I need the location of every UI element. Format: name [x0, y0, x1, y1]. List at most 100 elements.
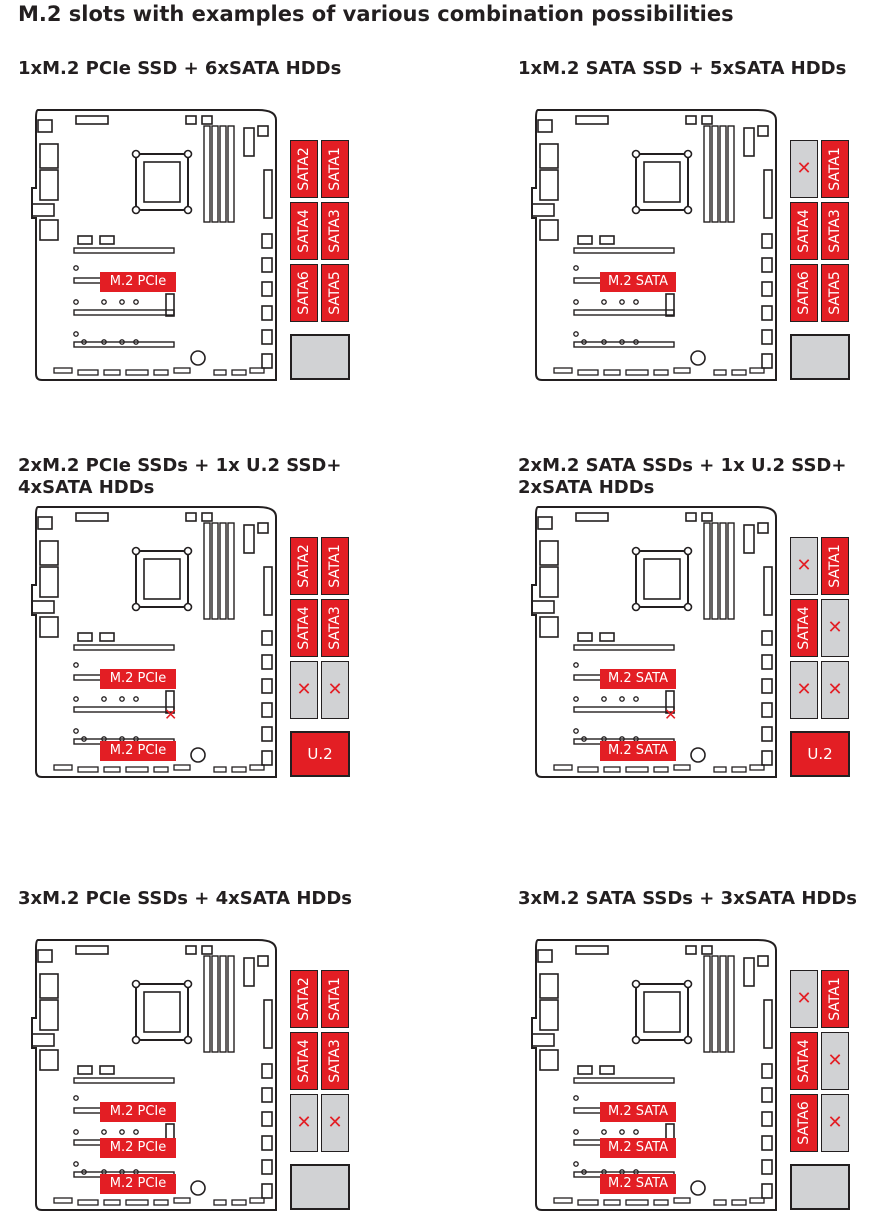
- sata-port-label: SATA5: [827, 271, 843, 315]
- cpu-socket-inner: [643, 991, 681, 1033]
- sata-port-label: SATA6: [796, 1101, 812, 1145]
- rear-io-port: [39, 143, 59, 169]
- sata-header: [261, 281, 273, 297]
- sata-port: ✕: [821, 661, 849, 719]
- motherboard-diagram: [531, 506, 777, 778]
- dimm-slot: [203, 522, 211, 620]
- panel-heading: 3xM.2 PCIe SSDs + 4xSATA HDDs: [18, 888, 353, 909]
- sata-port: ✕: [290, 661, 318, 719]
- sata-header: [261, 1111, 273, 1127]
- bottom-header: [713, 766, 727, 773]
- mounting-dot: [573, 265, 579, 271]
- disabled-x-icon: ✕: [796, 679, 812, 700]
- cpu-socket: [135, 550, 189, 608]
- sata-port: SATA3: [821, 202, 849, 260]
- sata-port-label: SATA5: [327, 271, 343, 315]
- sata-port: SATA4: [290, 1032, 318, 1090]
- blocked-slot-icon: ✕: [164, 705, 178, 724]
- sata-header: [761, 654, 773, 670]
- m2-slot-label: M.2 PCIe: [100, 1102, 176, 1122]
- mounting-dot: [73, 728, 79, 734]
- rear-io-port: [37, 119, 53, 133]
- mounting-dot: [81, 339, 87, 345]
- mounting-dot: [73, 1129, 79, 1135]
- bottom-header: [249, 367, 265, 374]
- sata-header: [761, 1135, 773, 1151]
- top-connector: [257, 955, 269, 967]
- header-connector: [577, 632, 593, 642]
- sata-header: [261, 305, 273, 321]
- sata-port: SATA4: [290, 202, 318, 260]
- socket-latch: [683, 979, 693, 989]
- sata-header: [261, 1063, 273, 1079]
- mounting-dot: [633, 696, 639, 702]
- top-connector: [201, 115, 213, 125]
- sata-port-label: SATA2: [296, 977, 312, 1021]
- bottom-header: [249, 764, 265, 771]
- sata-header: [761, 726, 773, 742]
- empty-port-box: [290, 1164, 350, 1210]
- sata-port-label: SATA4: [296, 606, 312, 650]
- header-connector: [665, 293, 675, 317]
- disabled-x-icon: ✕: [296, 679, 312, 700]
- sata-header: [261, 654, 273, 670]
- sata-header: [761, 1087, 773, 1103]
- dimm-slot: [727, 955, 735, 1053]
- mounting-dot: [73, 662, 79, 668]
- empty-port-box: [790, 1164, 850, 1210]
- top-connector: [685, 115, 697, 125]
- sata-port-label: SATA1: [327, 977, 343, 1021]
- bottom-header: [673, 764, 691, 771]
- sata-port: SATA3: [321, 1032, 349, 1090]
- bottom-header: [577, 766, 599, 773]
- disabled-x-icon: ✕: [796, 555, 812, 576]
- socket-latch: [183, 546, 193, 556]
- rear-io-port: [539, 1049, 559, 1071]
- cmos-battery: [190, 747, 206, 763]
- sata-port-label: SATA6: [296, 271, 312, 315]
- header-connector: [743, 957, 755, 987]
- sata-header: [761, 305, 773, 321]
- top-connector: [201, 512, 213, 522]
- mounting-dot: [573, 1129, 579, 1135]
- bottom-header: [731, 369, 747, 376]
- sata-port-label: SATA4: [796, 606, 812, 650]
- rear-io-port: [31, 203, 55, 217]
- bottom-header: [125, 766, 149, 773]
- rear-io-port: [31, 1033, 55, 1047]
- header-connector: [599, 632, 615, 642]
- bottom-header: [673, 367, 691, 374]
- sata-port-label: SATA3: [327, 209, 343, 253]
- mounting-dot: [573, 728, 579, 734]
- top-connector: [757, 955, 769, 967]
- mounting-dot: [619, 696, 625, 702]
- sata-port: SATA1: [321, 140, 349, 198]
- mounting-dot: [81, 736, 87, 742]
- bottom-header: [553, 367, 573, 374]
- dimm-slot: [219, 522, 227, 620]
- panel-heading: 1xM.2 PCIe SSD + 6xSATA HDDs: [18, 58, 342, 79]
- bottom-header: [653, 369, 669, 376]
- mounting-dot: [73, 1095, 79, 1101]
- top-connector: [75, 945, 109, 955]
- motherboard-outline: [31, 109, 277, 381]
- sata-port-label: SATA6: [796, 271, 812, 315]
- cpu-socket: [135, 983, 189, 1041]
- dimm-slot: [211, 522, 219, 620]
- header-connector: [165, 293, 175, 317]
- bottom-header: [231, 766, 247, 773]
- rear-io-port: [531, 1033, 555, 1047]
- rear-io-port: [39, 540, 59, 566]
- header-connector: [577, 235, 593, 245]
- atx-power-connector: [263, 169, 273, 219]
- bottom-header: [577, 1199, 599, 1206]
- top-connector: [685, 945, 697, 955]
- sata-port: SATA3: [321, 599, 349, 657]
- mounting-dot: [133, 339, 139, 345]
- sata-port: SATA5: [321, 264, 349, 322]
- mounting-dot: [133, 299, 139, 305]
- sata-header: [761, 1063, 773, 1079]
- sata-header: [761, 678, 773, 694]
- sata-header: [261, 1159, 273, 1175]
